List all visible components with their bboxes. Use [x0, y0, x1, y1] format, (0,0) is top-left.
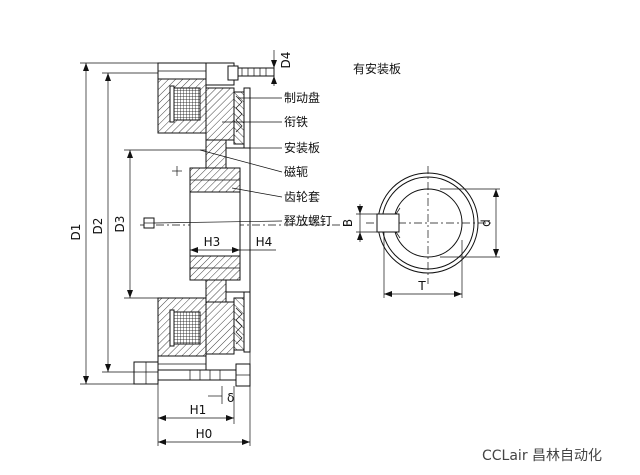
dim-h3: H3	[204, 235, 221, 249]
dimensions: D1 D2 D3 D4 H3 H4 H1	[69, 50, 293, 446]
dim-h0: H0	[196, 427, 213, 441]
dim-d4: D4	[279, 52, 293, 69]
keyway	[376, 213, 400, 233]
coil-bottom	[172, 311, 201, 345]
label-brake-disc: 制动盘	[284, 90, 320, 105]
dim-t: T	[417, 279, 426, 293]
dim-delta: δ	[227, 391, 234, 405]
mounting-plate-bottom	[243, 291, 251, 353]
armature-top	[205, 87, 235, 141]
label-mounting-plate: 安装板	[284, 140, 320, 155]
brake-disc-bottom	[233, 297, 245, 351]
dim-b: B	[341, 219, 355, 227]
brake-disc-top	[233, 91, 245, 145]
dim-d1: D1	[69, 224, 83, 241]
label-magnetic-yoke: 磁轭	[284, 164, 308, 179]
hub-bore	[189, 191, 241, 257]
top-bolt	[237, 67, 275, 77]
dim-d2: D2	[91, 218, 105, 235]
bottom-bolt	[157, 369, 249, 381]
section-view	[133, 62, 350, 387]
watermark: CCLair 昌林自动化	[482, 448, 602, 464]
mounting-plate-top	[243, 87, 251, 149]
label-release-screw: 释放螺钉	[284, 213, 332, 228]
coil-top	[172, 87, 201, 121]
label-gear-sleeve: 齿轮套	[284, 190, 320, 204]
label-armature: 衔铁	[284, 115, 308, 129]
armature-bottom	[205, 301, 235, 355]
dim-d: d	[479, 219, 493, 227]
dim-d3: D3	[113, 216, 127, 233]
dim-h4: H4	[256, 235, 273, 249]
title-label: 有安装板	[353, 61, 401, 76]
dim-h1: H1	[190, 403, 207, 417]
end-view: B T d	[341, 166, 500, 298]
part-labels: 有安装板 制动盘 衔铁 安装板 磁轭 齿轮套 释放螺钉	[153, 61, 401, 228]
